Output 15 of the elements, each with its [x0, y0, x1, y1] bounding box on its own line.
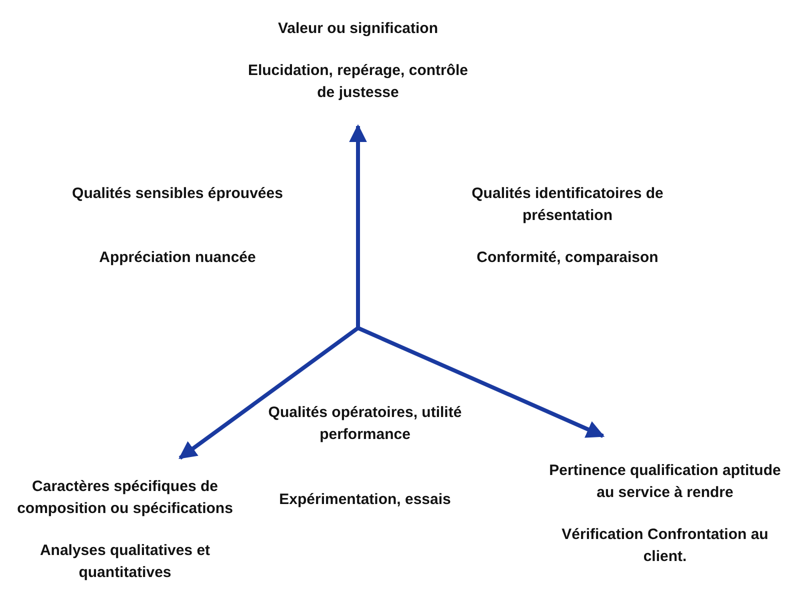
quadrant-label: Appréciation nuancée [98, 248, 257, 268]
quadrant-label: Qualités identificatoires de présentation [470, 184, 664, 226]
axis-label: Valeur ou signification [278, 19, 438, 39]
axis-label: Elucidation, repérage, contrôle de justesse [246, 61, 470, 103]
axis-label: Analyses qualitatives et quantitatives [38, 541, 212, 583]
quadrant-label: Expérimentation, essais [278, 490, 452, 510]
arrow [178, 326, 360, 460]
quadrant-label: Qualités opératoires, utilité performance [267, 403, 463, 445]
arrow [349, 124, 367, 328]
axis-label: Vérification Confrontation au client. [560, 525, 770, 567]
axis-label: Caractères spécifiques de composition ou spécifications [16, 477, 234, 519]
arrow [357, 326, 605, 438]
axis-label: Pertinence qualification aptitude au service à rendre [548, 461, 782, 503]
quadrant-label: Conformité, comparaison [476, 248, 660, 268]
quadrant-label: Qualités sensibles éprouvées [71, 184, 284, 204]
